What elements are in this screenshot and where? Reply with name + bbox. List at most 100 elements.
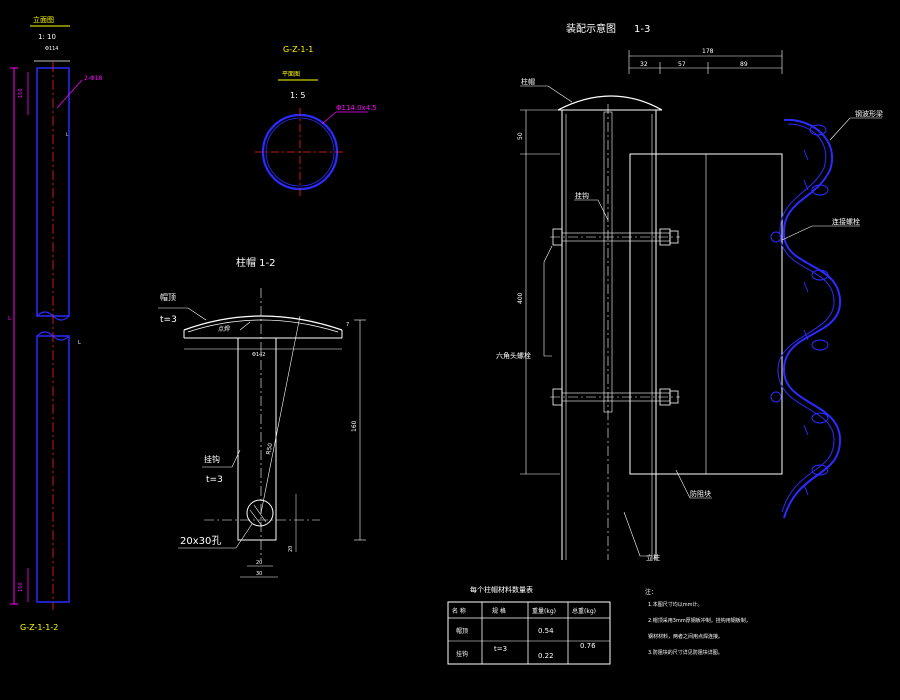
hole-callout-label: 2-Φ18: [84, 75, 103, 82]
cap-plate-leader: [158, 307, 207, 321]
notes: 注： 1.本图尺寸均以mm计。 2.帽顶采用3mm厚钢板冲制，挂钩用钢板制， 钢…: [645, 588, 751, 656]
bottom-dim-b: 30: [256, 571, 262, 577]
left-view-scale: 1: 10: [38, 33, 56, 41]
table-cell-name: 帽顶: [456, 627, 468, 635]
weld-label: 点焊: [218, 325, 230, 333]
assembly-number: 1-3: [634, 24, 650, 35]
bolt-label: 六角头螺栓: [496, 351, 531, 360]
beam-mark: [803, 484, 809, 496]
beam-mark: [803, 424, 809, 436]
post-label: 立柱: [646, 553, 660, 562]
hook-label: 挂钩: [204, 454, 220, 464]
section-scale: 1: 5: [290, 91, 305, 100]
beam-bolt: [811, 412, 829, 424]
table-header-cell: 名 称: [452, 607, 466, 615]
beam-bolt: [811, 184, 829, 196]
bolt-nut-lower-2: [669, 390, 679, 404]
side-dim-label: 20: [288, 546, 294, 552]
width-dim-label: Φ142: [252, 352, 265, 358]
hook-plate: [237, 337, 277, 541]
assembly-view: 装配示意图 1-3 178 32 57 89 柱帽 挂钩 防阻块: [496, 22, 883, 562]
notes-title: 注：: [645, 588, 657, 596]
dim-v1-label: 50: [517, 132, 524, 140]
beam-bolts: [770, 124, 829, 496]
blockout-leader: [675, 469, 712, 499]
table-border: [447, 601, 611, 665]
wave-beam-label: 钢波形梁: [855, 109, 883, 118]
dim-a-label: 150: [18, 88, 24, 98]
slot-hole: [246, 499, 274, 527]
hole-leader: [178, 523, 253, 549]
hook-leader: [574, 199, 609, 221]
dim-3-label: 89: [740, 61, 748, 68]
table-header-cell: 重量(kg): [532, 607, 556, 615]
post-leader: [623, 511, 650, 557]
hook-leader: [202, 449, 241, 468]
dim-total-label: 178: [702, 48, 714, 55]
dim-2-label: 57: [678, 61, 686, 68]
slot-hatch: [253, 504, 267, 523]
section-title: 平面图: [282, 71, 300, 78]
connect-bolt-upper: [770, 231, 782, 243]
beam-mark: [803, 149, 809, 161]
slot-hatch: [249, 509, 263, 527]
bottom-dim-a: 20: [256, 560, 262, 566]
bolt-leader: [543, 245, 553, 357]
cap-title: 柱帽 1-2: [236, 256, 276, 269]
table-cell-weight: 0.22: [538, 652, 554, 660]
note-item: 2.帽顶采用3mm厚钢板冲制，挂钩用钢板制，: [648, 617, 751, 624]
table-header-cell: 总重(kg): [572, 607, 596, 615]
beam-bolt: [811, 464, 829, 476]
table-cell-weight: 0.54: [538, 627, 554, 635]
blockout-label: 防阻块: [690, 489, 711, 498]
section-pipe-label: Φ114.0x4.5: [336, 104, 377, 112]
section-view: G-Z-1-1 平面图 1: 5 Φ114.0x4.5: [255, 45, 377, 196]
beam-mark: [803, 179, 809, 191]
side-dim-label: L: [78, 340, 81, 346]
cap-plate-label: 帽顶: [160, 292, 176, 302]
small-dim-label: 7: [346, 322, 349, 328]
cap-plate-thickness: t=3: [160, 315, 177, 325]
hook-thickness: t=3: [206, 475, 223, 485]
assembly-hook-plate: [603, 111, 613, 413]
assembly-title: 装配示意图: [566, 22, 616, 35]
left-drawing-id: G-Z-1-1-2: [20, 623, 58, 632]
assembly-cap-dome: [557, 95, 663, 111]
table-cell-spec: t=3: [494, 645, 507, 653]
table-title: 每个柱帽材料数量表: [470, 585, 533, 594]
material-table: 每个柱帽材料数量表 名 称 规 格 重量(kg) 总重(kg) 帽顶 t=3 0…: [447, 585, 611, 665]
dim-b-label: 150: [18, 582, 24, 592]
connect-bolt-lower: [770, 391, 782, 403]
beam-bolt: [811, 269, 829, 281]
connect-bolt-label: 连接螺栓: [832, 217, 860, 226]
radius-label: R50: [265, 442, 274, 455]
beam-mark: [803, 281, 809, 293]
cap-dome-outer: [183, 315, 343, 331]
bolt-nut-upper-2: [669, 230, 679, 244]
note-item: 钢材材料，两者之间用点焊连接。: [648, 633, 723, 640]
note-item: 1.本图尺寸均以mm计。: [648, 601, 703, 608]
left-view-title: 立面图: [33, 15, 54, 24]
wave-beam-leader: [829, 117, 882, 141]
height-dim-label: 160: [351, 420, 358, 432]
left-view: 立面图 1: 10 Φ114 L 150 150 2-Φ18 L L G-Z-1…: [8, 15, 103, 632]
table-cell-name: 挂钩: [456, 650, 468, 658]
beam-mark: [803, 329, 809, 341]
weld-leader: [239, 321, 251, 331]
beam-bolt: [809, 124, 827, 136]
dim-1-label: 32: [640, 61, 648, 68]
cap-dome-inner: [187, 319, 339, 333]
wave-beam-inner: [777, 123, 835, 513]
section-code: G-Z-1-1: [283, 45, 313, 54]
connect-bolt-leader: [781, 225, 860, 241]
section-leader: [321, 111, 337, 125]
wave-beam-outer: [782, 118, 842, 519]
radius-line: [260, 315, 301, 514]
cap-view: 柱帽 1-2 R50 帽顶 t=3 点焊 挂钩 t=3 20x30孔: [158, 256, 366, 578]
table-header-cell: 规 格: [492, 607, 506, 615]
pipe-diameter-label: Φ114: [45, 46, 58, 52]
table-cell-total: 0.76: [580, 642, 596, 650]
small-label: L: [66, 132, 69, 137]
beam-bolt: [811, 339, 829, 351]
hole-callout-leader: [56, 79, 83, 109]
